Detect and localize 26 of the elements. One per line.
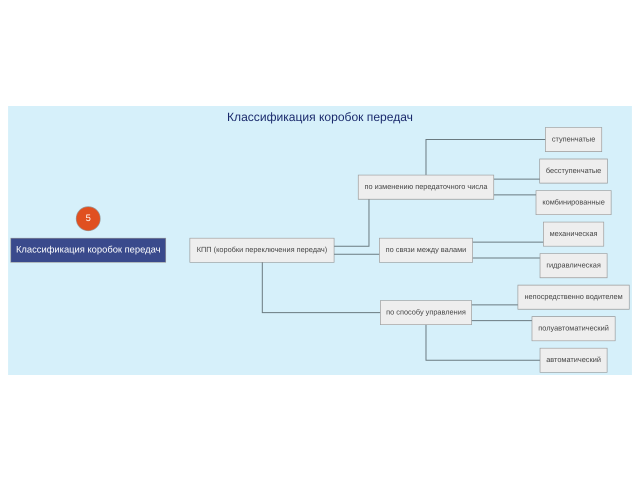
connector xyxy=(262,262,380,313)
diagram-title: Классификация коробок передач xyxy=(227,110,413,124)
node-box: автоматический xyxy=(540,347,608,372)
node-box: полуавтоматический xyxy=(532,316,616,341)
node-box: механическая xyxy=(543,221,604,246)
connector xyxy=(334,198,370,246)
node-box: по связи между валами xyxy=(379,237,473,262)
node-box: ступенчатые xyxy=(545,126,602,152)
node-box: комбинированные xyxy=(536,190,612,215)
label: Классификация коробок передач xyxy=(16,243,160,254)
connector xyxy=(334,253,380,254)
node-box: гидравлическая xyxy=(540,252,608,278)
connector xyxy=(425,324,540,360)
connector xyxy=(494,194,536,195)
connector xyxy=(494,178,540,180)
label: 5 xyxy=(86,212,91,223)
connector xyxy=(472,304,518,305)
node-box: по изменению передаточного числа xyxy=(358,174,494,200)
connector xyxy=(472,320,532,321)
node-box: КПП (коробки переключения передач) xyxy=(190,237,334,262)
node-box: по способу управления xyxy=(380,300,472,325)
connector xyxy=(425,138,546,174)
node-box: бесступенчатые xyxy=(539,158,608,183)
node-box: непосредственно водителем xyxy=(518,284,630,310)
connector xyxy=(472,241,544,242)
connector xyxy=(472,256,540,258)
